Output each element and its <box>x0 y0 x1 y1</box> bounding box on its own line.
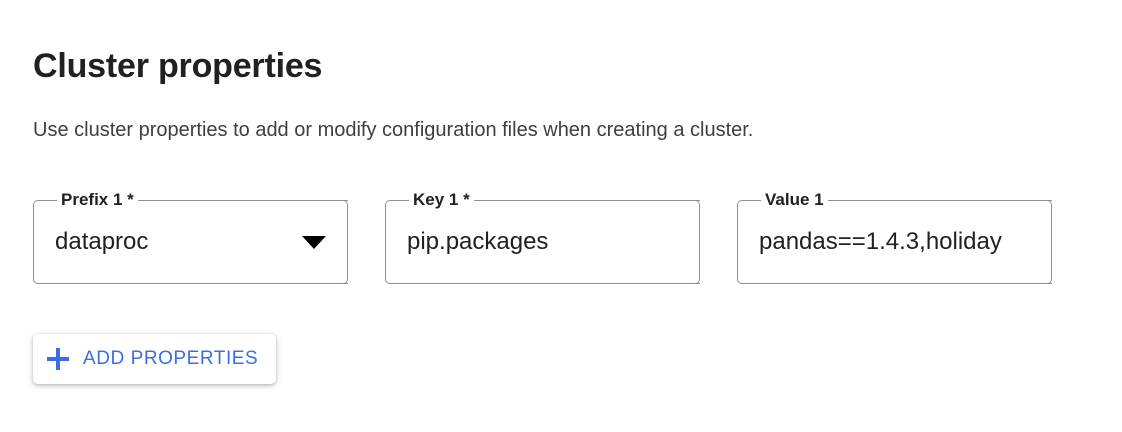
value-field-value[interactable]: pandas==1.4.3,holiday <box>759 228 1002 255</box>
page-title: Cluster properties <box>33 46 323 85</box>
prefix-field-value[interactable]: dataproc <box>55 228 149 255</box>
page-description: Use cluster properties to add or modify … <box>33 119 754 141</box>
key-field-label: Key 1 * <box>409 189 474 211</box>
properties-row: Prefix 1 * dataproc Key 1 * pip.packages <box>33 189 1052 284</box>
add-properties-button-label: ADD PROPERTIES <box>83 348 259 369</box>
value-field[interactable]: Value 1 pandas==1.4.3,holiday <box>737 189 1052 284</box>
add-properties-button[interactable]: ADD PROPERTIES <box>33 334 277 384</box>
chevron-down-icon[interactable] <box>302 236 326 249</box>
prefix-field[interactable]: Prefix 1 * dataproc <box>33 189 348 284</box>
key-field[interactable]: Key 1 * pip.packages <box>385 189 700 284</box>
prefix-field-label: Prefix 1 * <box>57 189 138 211</box>
plus-icon <box>47 348 69 370</box>
value-field-label: Value 1 <box>761 189 828 211</box>
key-field-value[interactable]: pip.packages <box>407 228 549 255</box>
